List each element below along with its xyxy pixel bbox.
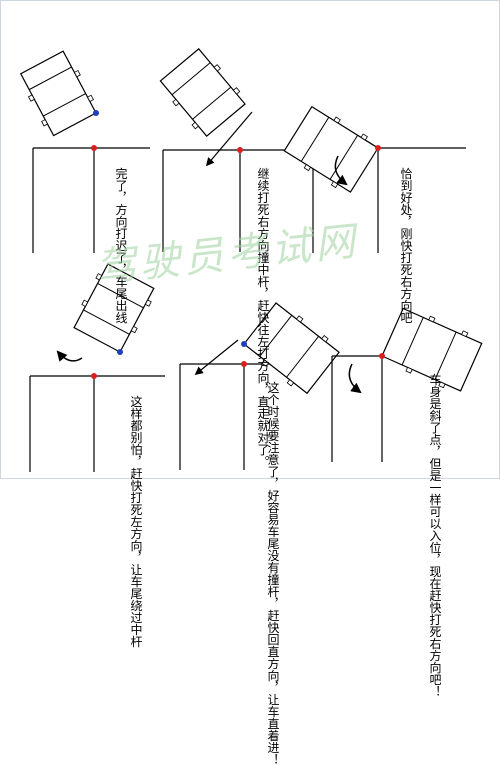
caption-col: 车身是斜了点， — [428, 373, 442, 458]
caption-panel-4: 这样都别怕，赶快打死左方向，让车尾绕过中杆 — [116, 380, 155, 647]
direction-arrow — [194, 339, 239, 376]
caption-col: 了。 — [256, 443, 270, 468]
caption-col: 死右方向吧！ — [428, 625, 442, 698]
caption-col: 撞杆，赶快回直方 — [266, 573, 280, 670]
reverse-parking-diagram — [19, 47, 483, 472]
panel-6 — [331, 307, 483, 462]
car — [159, 47, 246, 137]
caption-col: 完了，方向打迟 — [114, 167, 128, 252]
parking-bay — [162, 149, 310, 252]
caption-col: 快打死左方向， — [129, 479, 143, 564]
panel-3 — [283, 105, 466, 253]
rotate-arrow — [348, 363, 362, 394]
car — [381, 307, 483, 392]
caption-panel-6: 车身是斜了点，但是一样可以入位，现在赶快打死右方向吧！ — [415, 358, 454, 697]
caption-col: 撞中杆，赶快往左 — [256, 251, 270, 348]
panel-4 — [29, 263, 165, 472]
pole-marker — [379, 353, 385, 359]
caption-col: 但是一样可以入 — [428, 457, 442, 542]
car — [283, 105, 379, 193]
caption-col: 这样都别怕，赶 — [129, 395, 143, 480]
pole-marker — [91, 145, 97, 151]
pole-marker — [241, 361, 247, 367]
caption-col: 向，让车直着进！ — [266, 669, 280, 765]
car — [19, 50, 97, 137]
caption-panel-2: 继续打死右方向撞中杆，赶快往左打方向，直走就对了。 — [243, 152, 282, 467]
caption-col: 继续打死右方向 — [256, 167, 270, 252]
caption-col: 打方向，直走就对 — [256, 347, 270, 444]
caption-col: 位，现在赶快打 — [428, 541, 442, 626]
caption-col: ，好容易车尾没有 — [266, 477, 280, 574]
car-corner-marker — [117, 349, 123, 355]
caption-panel-5: 这个时候要注意了，好容易车尾没有撞杆，赶快回直方向，让车直着进！ — [253, 366, 292, 765]
caption-col: 恰到好处，刚快 — [399, 167, 413, 252]
caption-col: 这个时候要注意了 — [266, 381, 280, 478]
parking-bay — [29, 375, 165, 472]
car — [243, 302, 340, 395]
rotate-arrow — [56, 350, 83, 362]
caption-col: 打死右方向吧 — [399, 251, 413, 324]
pole-marker — [91, 373, 97, 379]
caption-col: 让车尾绕过中杆 — [129, 563, 143, 648]
caption-panel-1: 完了，方向打迟了，车尾出线 — [101, 152, 140, 323]
car-corner-marker — [93, 110, 99, 116]
panel-2 — [159, 47, 310, 252]
panel-5 — [179, 302, 340, 470]
car — [73, 263, 155, 353]
pole-marker — [375, 145, 381, 151]
direction-arrow — [205, 111, 253, 167]
pole-marker — [237, 147, 243, 153]
rotate-arrow — [334, 155, 348, 186]
car-corner-marker — [241, 341, 247, 347]
panel-1 — [19, 50, 150, 253]
caption-panel-3: 恰到好处，刚快打死右方向吧 — [386, 152, 425, 323]
caption-col: 了，车尾出线 — [114, 251, 128, 324]
